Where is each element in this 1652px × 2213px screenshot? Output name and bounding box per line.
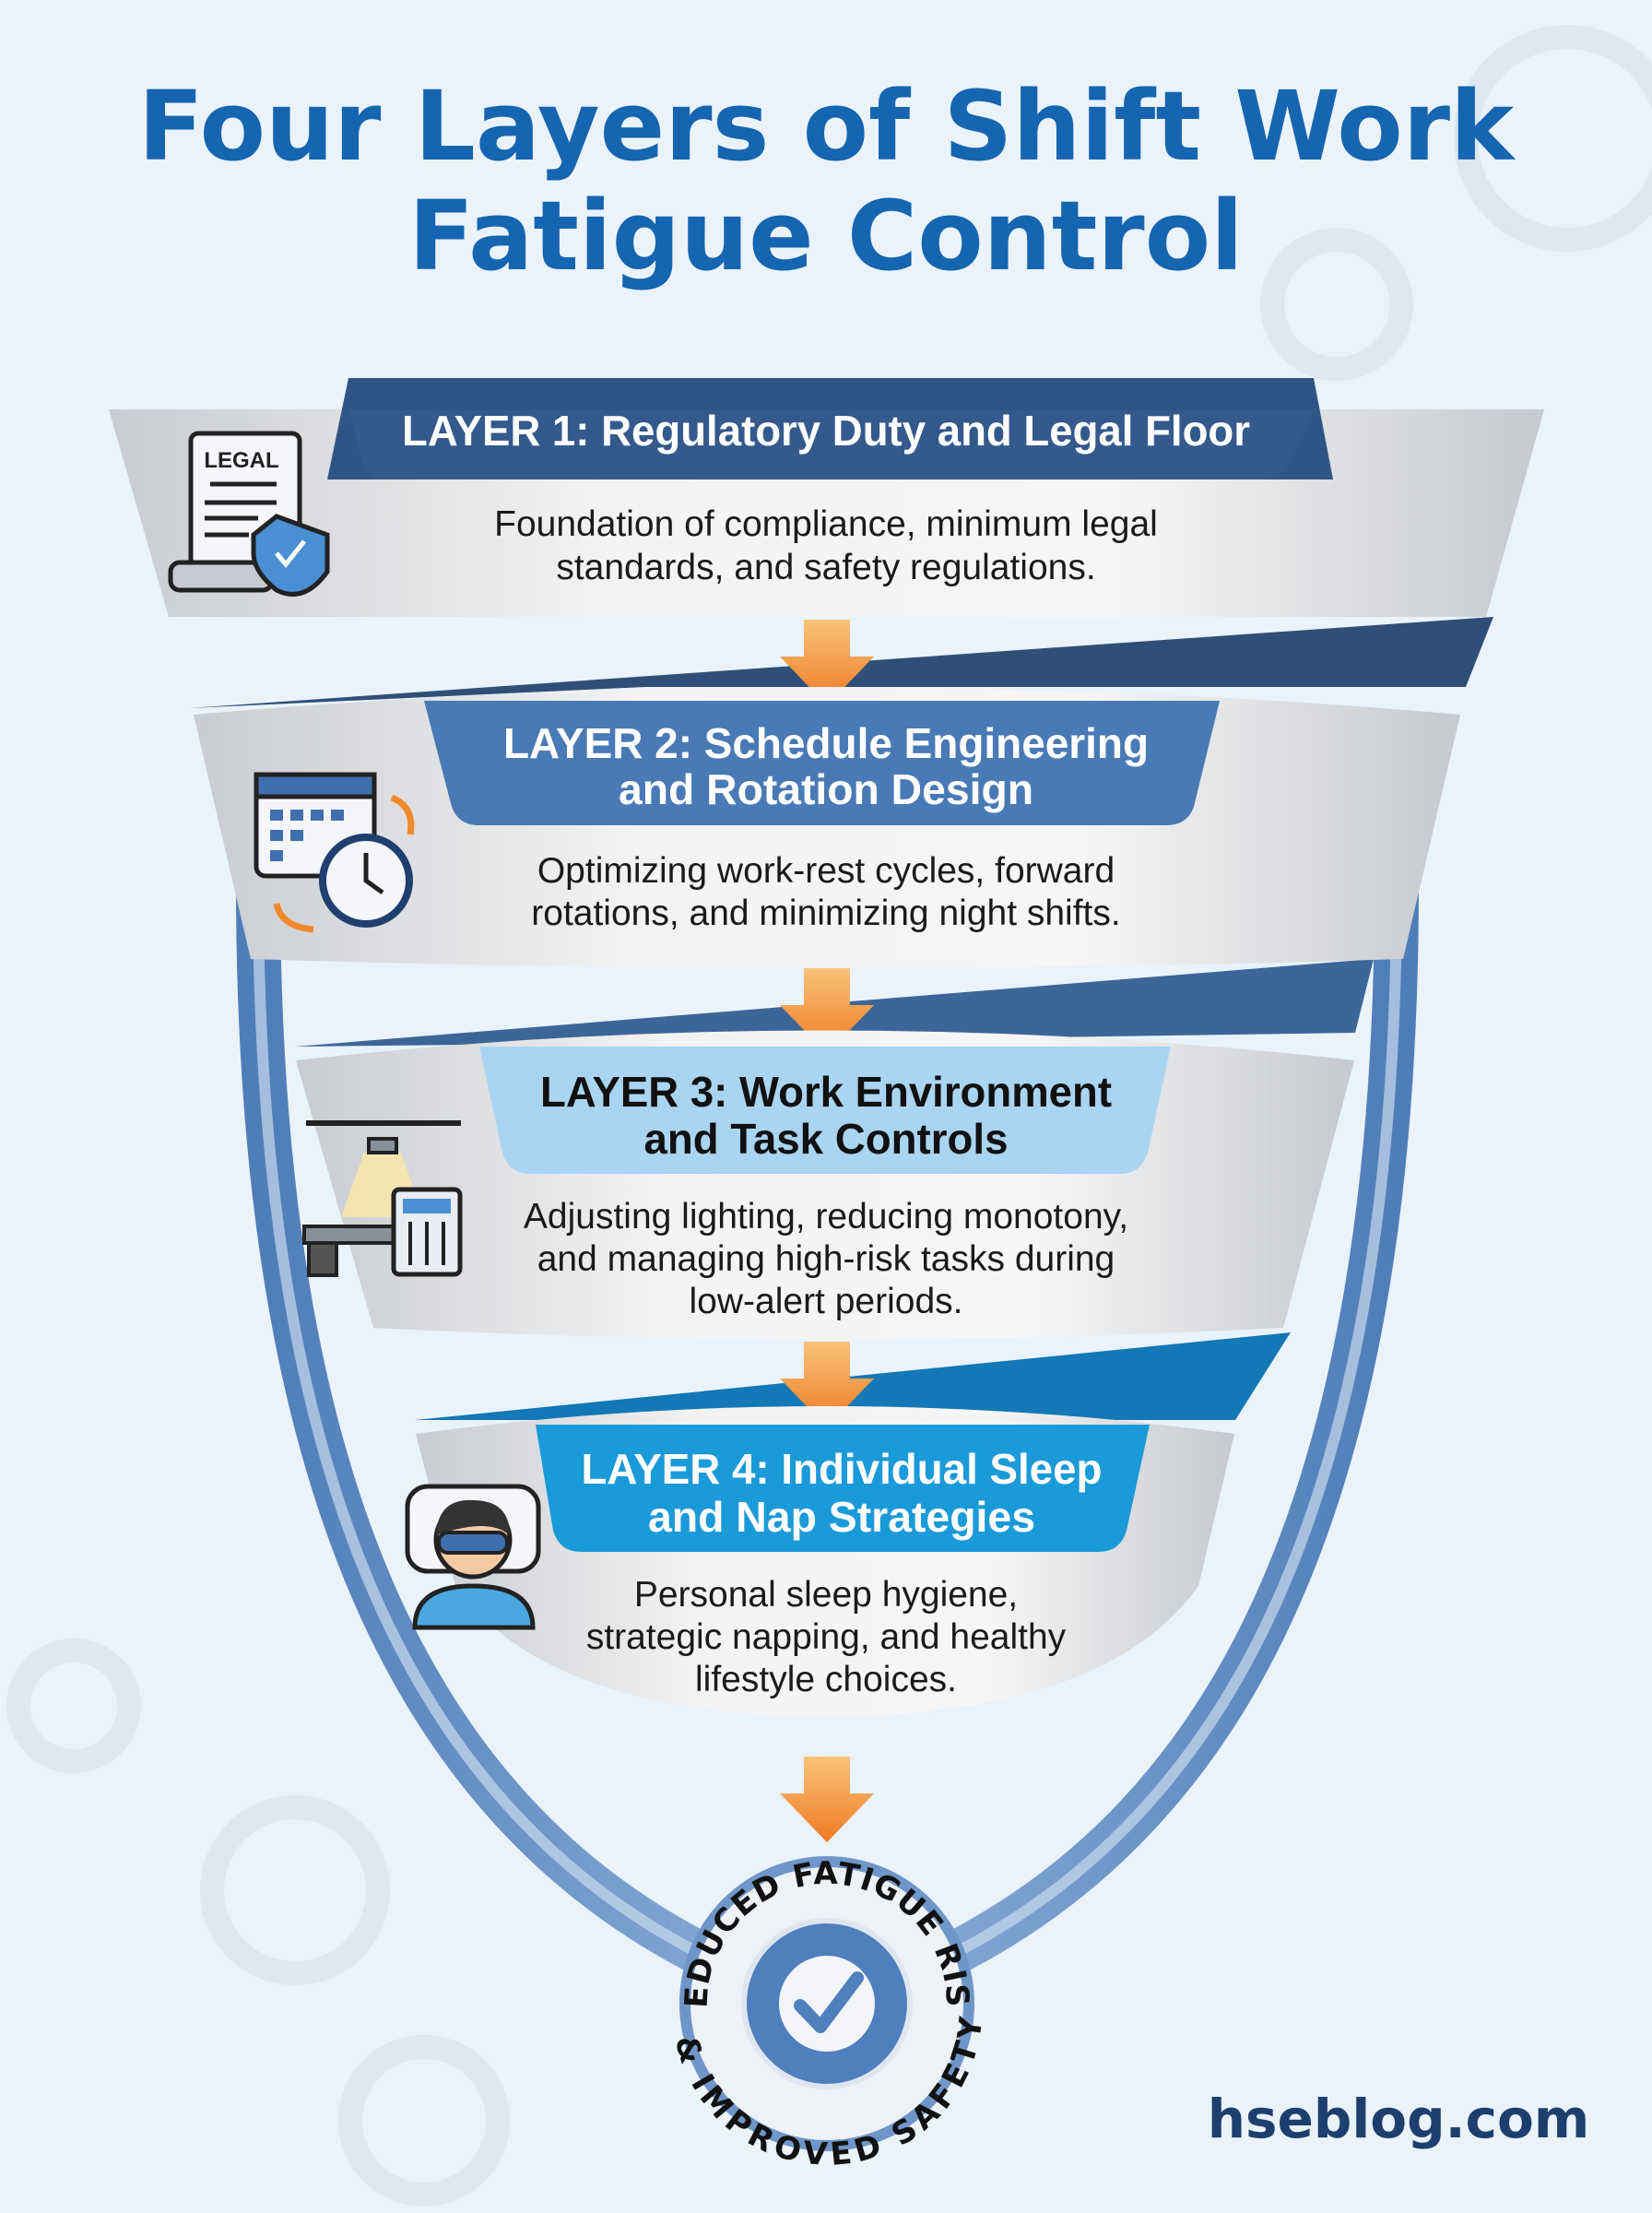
layer-4-header-line: LAYER 4: Individual Sleep: [582, 1445, 1103, 1493]
layer-4-header-line: and Nap Strategies: [648, 1493, 1035, 1541]
layer-2-header-line: and Rotation Design: [619, 765, 1033, 813]
ribbon-3-4: [415, 1332, 1291, 1420]
layer-4-description-line: Personal sleep hygiene,: [634, 1575, 1018, 1615]
title-line-1: Four Layers of Shift Work: [138, 70, 1516, 183]
layer-1-description-line: standards, and safety regulations.: [556, 548, 1095, 587]
layer-3-description-line: and managing high-risk tasks during: [537, 1239, 1115, 1279]
layer-1: LAYER 1: Regulatory Duty and Legal Floor…: [109, 378, 1544, 617]
layer-2-header-line: LAYER 2: Schedule Engineering: [503, 719, 1149, 767]
arrow-down-icon: [780, 620, 874, 705]
layer-4-description-line: lifestyle choices.: [695, 1660, 957, 1699]
layer-1-description-line: Foundation of compliance, minimum legal: [494, 504, 1158, 544]
layer-4-description-line: strategic napping, and healthy: [586, 1617, 1067, 1657]
layer-1-header: LAYER 1: Regulatory Duty and Legal Floor: [402, 407, 1250, 455]
sleeping-person-icon: [405, 1484, 541, 1630]
arrow-down-icon: [780, 1342, 874, 1427]
layer-4: LAYER 4: Individual Sleep and Nap Strate…: [405, 1406, 1234, 1717]
layer-3-description-line: low-alert periods.: [690, 1282, 963, 1321]
arrow-down-icon: [780, 968, 874, 1054]
brand-watermark: hseblog.com: [1208, 2088, 1590, 2150]
title-line-2: Fatigue Control: [408, 180, 1244, 292]
workstation-lighting-icon: [302, 1120, 463, 1277]
layer-3: LAYER 3: Work Environment and Task Contr…: [296, 1030, 1354, 1340]
layer-3-description-line: Adjusting lighting, reducing monotony,: [524, 1197, 1128, 1237]
checkmark-icon: [794, 1971, 864, 2033]
calendar-clock-icon: [254, 772, 415, 933]
layer-2-description-line: rotations, and minimizing night shifts.: [531, 893, 1120, 933]
layer-2-description-line: Optimizing work-rest cycles, forward: [537, 851, 1115, 891]
layer-3-header-line: and Task Controls: [644, 1115, 1009, 1163]
layer-2: LAYER 2: Schedule Engineering and Rotati…: [194, 687, 1460, 968]
legal-document-shield-icon: LEGAL: [168, 431, 330, 597]
layer-3-header-line: LAYER 3: Work Environment: [540, 1068, 1112, 1116]
arrow-down-icon: [780, 1757, 874, 1842]
background-gears-decoration: [6, 25, 1652, 2207]
legal-icon-label: LEGAL: [204, 448, 278, 473]
